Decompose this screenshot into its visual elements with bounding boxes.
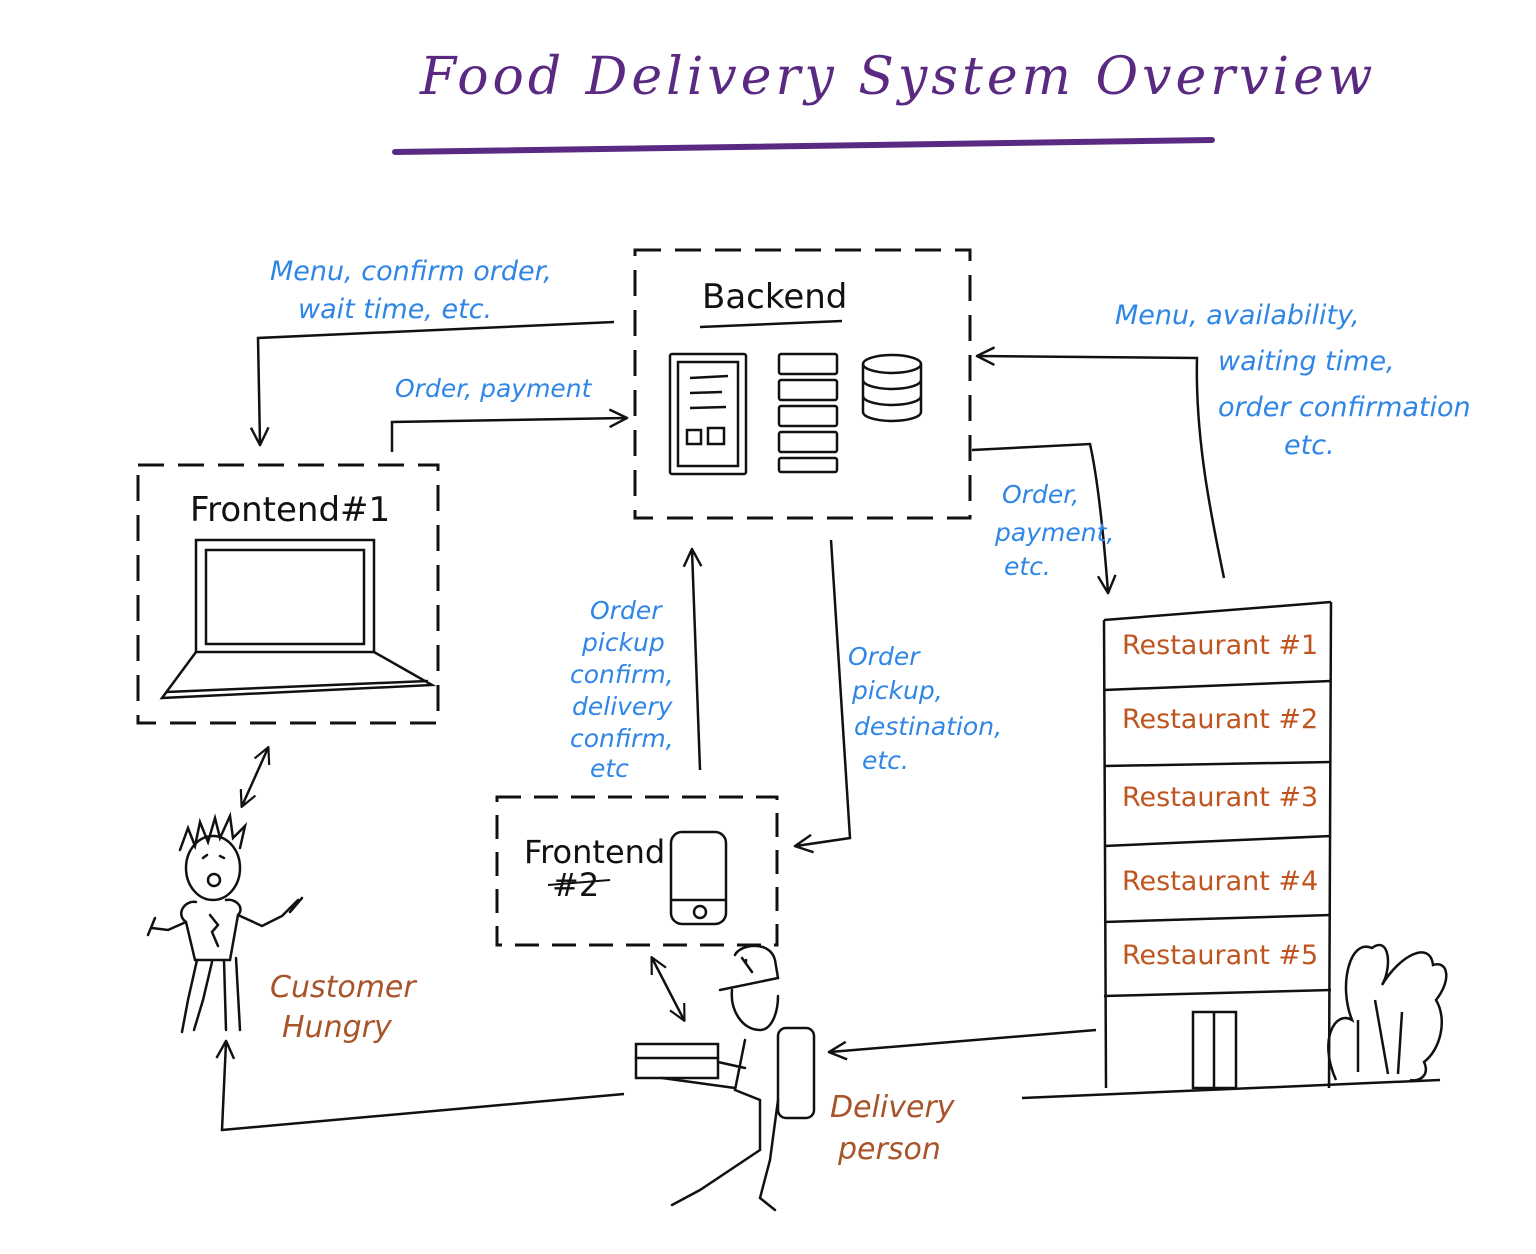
delivery-label-line2: person — [838, 1132, 941, 1167]
frontend1-label: Frontend#1 — [190, 490, 391, 530]
edge-label-frontend2-backend-line5: confirm, — [570, 724, 674, 753]
delivery-person-figure — [634, 944, 816, 1212]
backend-label-underline — [699, 319, 843, 329]
delivery-label-line1: Delivery — [830, 1090, 955, 1125]
edge-label-restaurants-backend-line3: order confirmation — [1218, 392, 1471, 423]
building-icon — [1021, 600, 1441, 1100]
server-rack-icon — [668, 352, 748, 476]
restaurant-5-label: Restaurant #5 — [1122, 940, 1319, 971]
edge-label-backend-frontend2-line1: Order — [848, 642, 920, 671]
edge-label-backend-frontend1-line2: wait time, etc. — [298, 294, 493, 325]
edge-label-restaurants-backend-line4: etc. — [1284, 430, 1335, 461]
edge-label-backend-frontend2-line3: destination, — [854, 712, 1003, 741]
edge-frontend2-to-backend — [682, 547, 703, 771]
restaurant-4-label: Restaurant #4 — [1122, 866, 1319, 897]
restaurant-3-label: Restaurant #3 — [1122, 782, 1319, 813]
bush-icon — [1327, 944, 1448, 1082]
edge-label-backend-restaurants-line3: etc. — [1004, 552, 1051, 581]
edge-label-frontend1-backend: Order, payment — [395, 374, 592, 403]
mobile-phone-icon — [669, 830, 728, 926]
page-title: Food Delivery System Overview — [420, 47, 1377, 107]
customer-label-line1: Customer — [270, 970, 416, 1005]
frontend2-label-line2: #2 — [552, 866, 600, 904]
edge-restaurants-to-delivery — [827, 1028, 1097, 1061]
edge-frontend1-to-backend — [390, 408, 629, 452]
backend-label: Backend — [702, 277, 848, 317]
edge-label-backend-restaurants-line1: Order, — [1002, 480, 1080, 509]
edge-label-backend-frontend2-line2: pickup, — [852, 676, 943, 705]
edge-label-restaurants-backend-line2: waiting time, — [1218, 346, 1395, 377]
edge-label-frontend2-backend-line3: confirm, — [570, 660, 674, 689]
title-underline — [392, 137, 1215, 155]
edge-delivery-to-customer — [215, 1039, 625, 1132]
backend-box — [633, 248, 972, 520]
edge-label-backend-frontend1-line1: Menu, confirm order, — [270, 256, 552, 287]
laptop-icon — [159, 538, 437, 700]
edge-label-frontend2-backend-line2: pickup — [582, 628, 665, 657]
edge-label-frontend2-backend-line1: Order — [590, 596, 662, 625]
edge-label-backend-frontend2-line4: etc. — [862, 746, 909, 775]
customer-label-line2: Hungry — [282, 1010, 392, 1045]
restaurant-2-label: Restaurant #2 — [1122, 704, 1319, 735]
frontend2-strike — [547, 879, 611, 886]
frontend2-label-line1: Frontend — [524, 833, 666, 871]
database-icon — [861, 353, 923, 423]
restaurant-1-label: Restaurant #1 — [1122, 630, 1319, 661]
stack-layers-icon — [777, 352, 839, 474]
edge-backend-to-frontend2 — [793, 539, 852, 854]
edge-label-frontend2-backend-line4: delivery — [572, 692, 673, 721]
edge-backend-to-restaurants — [971, 442, 1117, 595]
frontend2-box — [495, 795, 779, 947]
edge-frontend1-customer — [239, 745, 271, 809]
edge-label-backend-restaurants-line2: payment, — [995, 518, 1115, 547]
edge-restaurants-to-backend — [975, 346, 1226, 579]
edge-label-frontend2-backend-line6: etc — [590, 754, 629, 783]
edge-label-restaurants-backend-line1: Menu, availability, — [1115, 300, 1360, 331]
customer-figure — [146, 811, 304, 1034]
edge-backend-to-frontend1 — [249, 320, 615, 447]
edge-frontend2-delivery — [650, 956, 686, 1022]
